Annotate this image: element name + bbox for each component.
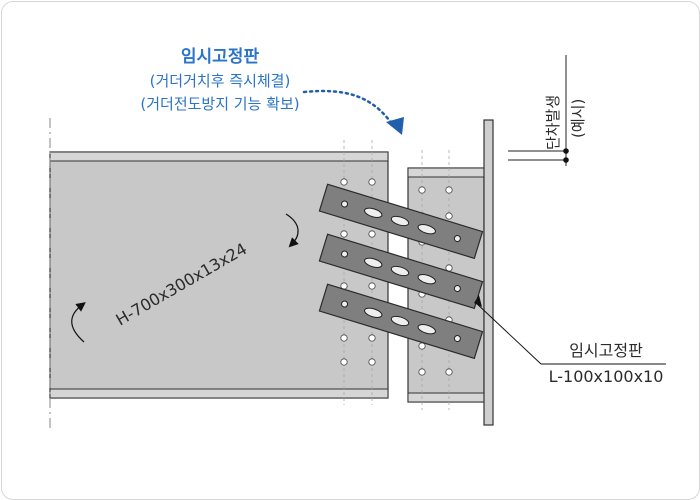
step-dot-top <box>563 148 569 154</box>
callout-line-2: (거더전도방지 기능 확보) <box>140 95 299 113</box>
temporary-plate-3 <box>318 283 484 360</box>
member-arrow-right <box>285 213 299 248</box>
left-girder <box>49 118 389 430</box>
callout-line-1: (거더거치후 즉시체결) <box>150 72 291 90</box>
plate-label-size: L-100x100x10 <box>549 367 664 386</box>
step-marker: 단차발생 (예시) <box>508 55 587 166</box>
step-label-sub: (예시) <box>569 99 587 138</box>
callout-arrowhead <box>386 117 404 135</box>
temporary-plates <box>318 183 484 360</box>
temporary-plate-1 <box>318 183 484 260</box>
member-arrow-left <box>71 302 86 343</box>
plate-leader-arrowhead <box>474 295 482 307</box>
callout-title: 임시고정판 <box>181 46 260 67</box>
callout-dotted-arrow <box>302 89 394 126</box>
step-dot-bottom <box>563 157 569 163</box>
girder-bottom-flange <box>49 388 389 399</box>
plate-label-group: 임시고정판 L-100x100x10 <box>474 295 666 386</box>
temporary-plate-2 <box>318 233 484 310</box>
right-beam-top-flange <box>407 167 485 178</box>
girder-top-flange <box>49 151 389 162</box>
step-label-main: 단차발생 <box>544 95 562 150</box>
end-plate <box>483 119 494 426</box>
temporary-plate-callout: 임시고정판 (거더거치후 즉시체결) (거더전도방지 기능 확보) <box>140 46 404 135</box>
plate-leader-line <box>474 301 542 365</box>
plate-label-name: 임시고정판 <box>569 341 643 360</box>
right-beam-bottom-flange <box>407 392 485 403</box>
